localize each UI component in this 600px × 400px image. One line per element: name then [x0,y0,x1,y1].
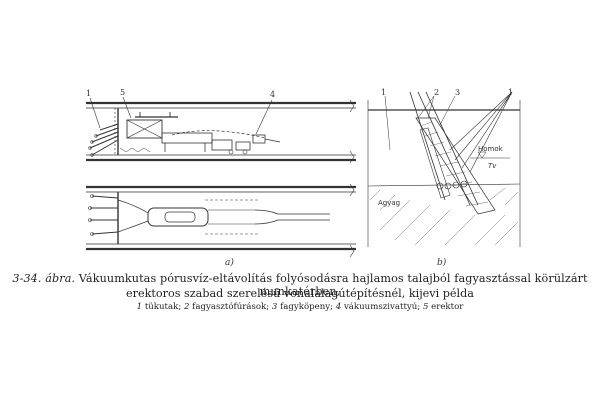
legend-num: 4 [335,302,342,312]
legend-text: fagyasztófúrások; [192,302,270,312]
figure-word: ábra. [45,272,76,285]
legend-text: tükutak; [144,302,182,312]
panel-a-callout-1: 1 [86,89,91,98]
panel-a-callout-4: 4 [270,90,275,99]
figure-caption-line-2: erektoros szabad szerelésű vonalalagútép… [0,287,600,300]
panel-b-sand-label: Homok [478,145,504,153]
legend-num: 2 [183,302,190,312]
legend-num: 1 [136,302,143,312]
legend-text: vákuumszivattyú; [343,302,421,312]
panel-a-callout-5: 5 [120,88,125,97]
panel-b-caption: b) [437,257,447,268]
panel-b-clay-label: Agyag [378,199,400,207]
figure-number: 3-34. [12,272,42,285]
legend-text: fagyköpeny; [280,302,334,312]
panel-b-callout-3: 3 [455,88,460,97]
panel-a-section-view [86,96,356,164]
panel-a-plan-view [86,183,356,258]
figure-caption-line-1: 3-34. ábra. Vákuumkutas pórusvíz-eltávol… [0,272,600,298]
panel-b-cross-section [367,91,521,247]
figure-legend: 1 tükutak; 2 fagyasztófúrások; 3 fagyköp… [0,302,600,312]
legend-text: erektor [431,302,464,312]
panel-b-callout-2: 2 [434,88,439,97]
panel-b-callout-1-right: 1 [508,88,513,97]
figure-title-line-2: erektoros szabad szerelésű vonalalagútép… [126,287,474,300]
panel-b-water-table-label: Tv [488,162,497,170]
legend-num: 3 [271,302,278,312]
panel-a-caption: a) [225,257,234,268]
panel-b-callout-1-left: 1 [381,88,386,97]
legend-num: 5 [422,302,429,312]
figure-title-line-1: Vákuumkutas pórusvíz-eltávolítás folyóso… [78,272,588,298]
